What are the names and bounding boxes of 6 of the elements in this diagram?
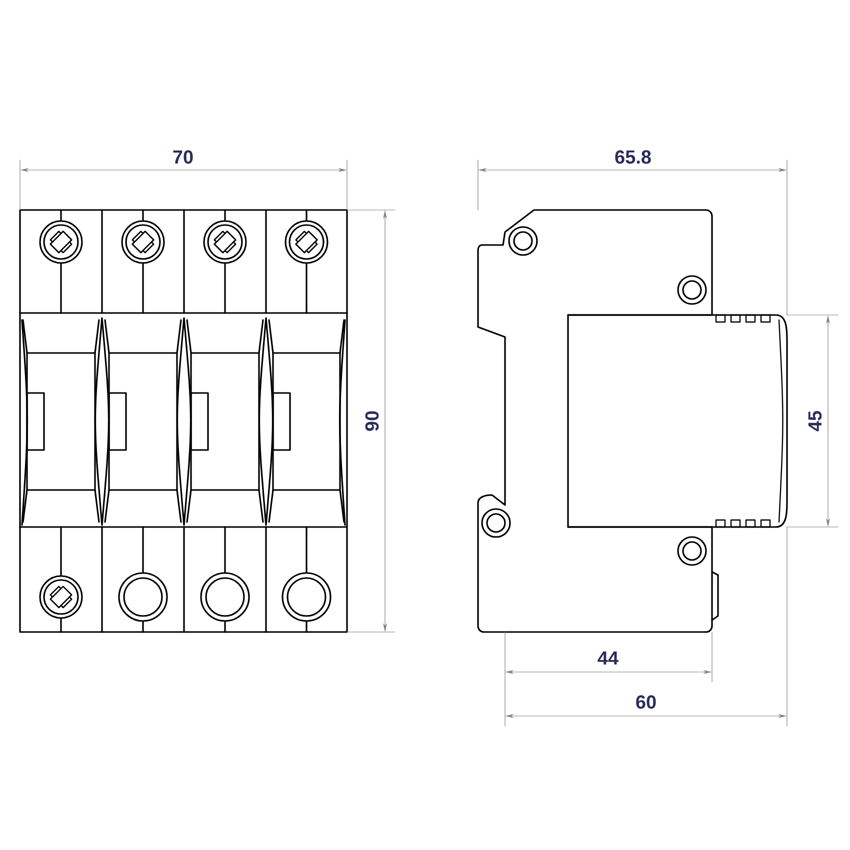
dimension-label: 90 [365, 411, 379, 431]
dimension-label: 70 [173, 150, 193, 164]
dimension-label: 45 [808, 410, 822, 432]
dimension-label: 65.8 [615, 150, 651, 164]
dimension-label: 44 [598, 651, 618, 665]
dimension-label: 60 [636, 695, 656, 709]
